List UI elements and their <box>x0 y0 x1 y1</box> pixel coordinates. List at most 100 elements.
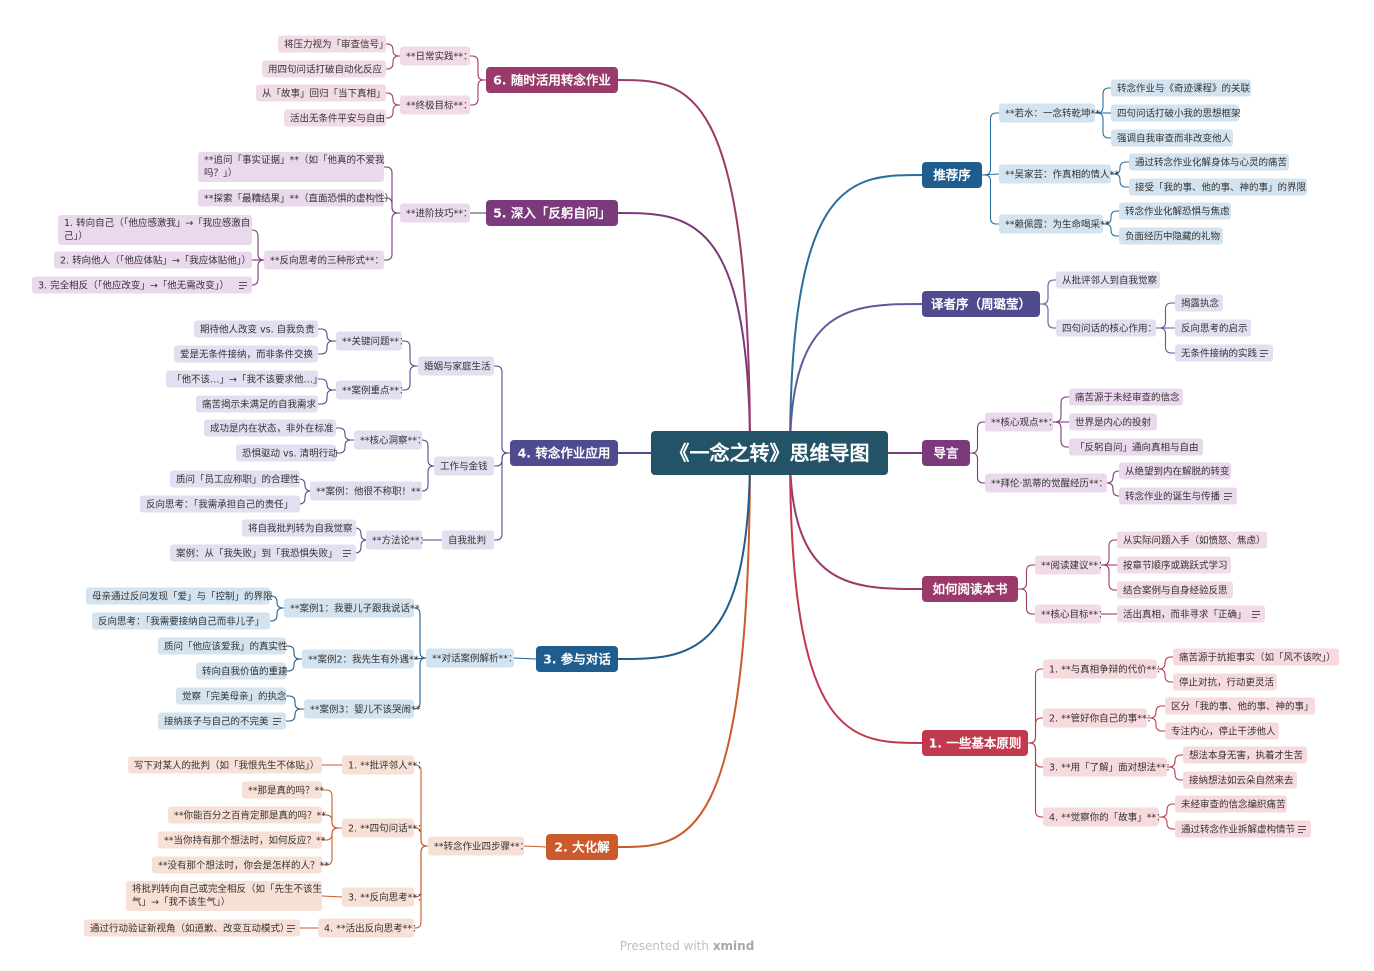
branch-topic-tuijianxu[interactable]: 推荐序 <box>922 162 982 188</box>
topic-sr_jinjie[interactable]: **进阶技巧**： <box>400 203 473 223</box>
topic-tj_lai_1[interactable]: 转念作业化解恐惧与焦虑 <box>1119 202 1231 220</box>
topic-tj_wu_1[interactable]: 通过转念作业化解身体与心灵的痛苦 <box>1129 153 1289 171</box>
topic-yz_2_1[interactable]: 揭露执念 <box>1175 294 1223 312</box>
topic-cy_3_2[interactable]: 接纳孩子与自己的不完美 <box>158 712 286 730</box>
branch-topic-shenru[interactable]: 5. 深入「反躬自问」 <box>486 200 618 226</box>
topic-dh_2_3[interactable]: **当你持有那个想法时，如何反应？** <box>158 831 326 849</box>
branch-topic-suishi[interactable]: 6. 随时活用转念作业 <box>486 67 618 93</box>
topic-dy_bl_1[interactable]: 从绝望到内在解脱的转变 <box>1119 462 1231 480</box>
topic-dh_4_1[interactable]: 通过行动验证新视角（如道歉、改变互动模式） <box>84 919 300 937</box>
topic-dh_2_2[interactable]: **你能百分之百肯定那是真的吗？** <box>168 806 326 824</box>
notes-icon[interactable] <box>1298 826 1306 833</box>
branch-topic-canyuduihua[interactable]: 3. 参与对话 <box>536 646 618 672</box>
root-topic[interactable]: 《一念之转》思维导图 <box>651 431 888 475</box>
topic-dy_hx_2[interactable]: 世界是内心的投射 <box>1069 413 1157 431</box>
topic-zn_guanjian[interactable]: **关键问题**： <box>336 331 409 351</box>
branch-topic-daoyan[interactable]: 导言 <box>922 440 970 466</box>
topic-dh_4[interactable]: 4. **活出反向思考**： <box>318 918 422 938</box>
topic-zn_hunyin[interactable]: 婚姻与家庭生活 <box>418 356 494 376</box>
topic-cy_jiexi[interactable]: **对话案例解析**： <box>426 648 518 668</box>
topic-ss_rc_2[interactable]: 用四句问话打破自动化反应 <box>262 60 386 78</box>
topic-zn_ff_2[interactable]: 案例：从「我失败」到「我恐惧失败」 <box>170 544 356 562</box>
branch-topic-ruheyuedu[interactable]: 如何阅读本书 <box>922 576 1018 602</box>
topic-ss_zhongji[interactable]: **终极目标**： <box>400 95 473 115</box>
topic-yz_2_3[interactable]: 无条件接纳的实践 <box>1175 344 1273 362</box>
topic-cy_3_1[interactable]: 觉察「完美母亲」的执念 <box>176 687 287 705</box>
topic-rh_mubiao[interactable]: **核心目标**： <box>1035 604 1108 624</box>
topic-zn_gj_1[interactable]: 期待他人改变 vs. 自我负责 <box>194 320 318 338</box>
topic-dy_bl_2[interactable]: 转念作业的诞生与传播 <box>1119 487 1237 505</box>
topic-sr_fx_3[interactable]: 3. 完全相反（「他应改变」→「他无需改变」） <box>32 276 252 294</box>
topic-sr_fx_2[interactable]: 2. 转向他人（「他应体贴」→「我应体贴他」） <box>54 251 252 269</box>
branch-topic-jibenyuanze[interactable]: 1. 一些基本原则 <box>922 730 1028 756</box>
topic-tj_rs_1[interactable]: 转念作业与《奇迹课程》的关联 <box>1111 79 1251 97</box>
topic-cy_2_1[interactable]: 质问「他应该爱我」的真实性 <box>158 637 288 655</box>
topic-dh_2_1[interactable]: **那是真的吗？** <box>242 781 324 799</box>
branch-topic-yizhexu[interactable]: 译者序（周璐莹） <box>922 291 1040 317</box>
notes-icon[interactable] <box>239 282 247 289</box>
topic-yz_2_2[interactable]: 反向思考的启示 <box>1175 319 1251 337</box>
topic-sr_fanxiang[interactable]: **反向思考的三种形式**： <box>264 250 384 270</box>
topic-tj_lai_2[interactable]: 负面经历中隐藏的礼物 <box>1119 227 1223 245</box>
topic-dy_hx_3[interactable]: 「反躬自问」通向真相与自由 <box>1069 438 1203 456</box>
topic-zn_ff_1[interactable]: 将自我批判转为自我觉察 <box>242 519 356 537</box>
topic-jb_2_2[interactable]: 专注内心，停止干涉他人 <box>1165 722 1279 740</box>
topic-jb_3[interactable]: 3. **用「了解」面对想法**： <box>1043 757 1175 777</box>
topic-rh_jy_2[interactable]: 按章节顺序或跳跃式学习 <box>1117 556 1231 574</box>
topic-dy_bailun[interactable]: **拜伦·凯蒂的觉醒经历**： <box>985 473 1108 493</box>
notes-icon[interactable] <box>1252 611 1260 618</box>
topic-cy_2_2[interactable]: 转向自我价值的重建 <box>196 662 288 680</box>
topic-tj_rs_2[interactable]: 四句问话打破小我的思想框架 <box>1111 104 1241 122</box>
topic-rh_mb_1[interactable]: 活出真相，而非寻求「正确」 <box>1117 605 1265 623</box>
topic-jb_1[interactable]: 1. **与真相争辩的代价**： <box>1043 659 1166 679</box>
notes-icon[interactable] <box>287 925 295 932</box>
branch-topic-zhuanniany[interactable]: 4. 转念作业应用 <box>510 440 618 466</box>
topic-sr_2[interactable]: **探索「最糟结果」**（直面恐惧的虚构性） <box>198 189 394 207</box>
notes-icon[interactable] <box>1260 350 1268 357</box>
topic-zn_hexin[interactable]: **核心洞察**： <box>354 430 427 450</box>
topic-jb_2[interactable]: 2. **管好你自己的事**： <box>1043 708 1156 728</box>
topic-cy_1[interactable]: **案例1：我要儿子跟我说话** <box>284 598 420 618</box>
topic-rh_jy_1[interactable]: 从实际问题入手（如愤怒、焦虑） <box>1117 531 1267 549</box>
topic-jb_1_2[interactable]: 停止对抗，行动更灵活 <box>1173 673 1277 691</box>
notes-icon[interactable] <box>273 718 281 725</box>
topic-jb_4_2[interactable]: 通过转念作业拆解虚构情节 <box>1175 820 1311 838</box>
topic-yz_1[interactable]: 从批评邻人到自我觉察 <box>1056 271 1160 289</box>
topic-jb_3_1[interactable]: 想法本身无害，执着才生苦 <box>1183 746 1307 764</box>
topic-jb_2_1[interactable]: 区分「我的事、他的事、神的事」 <box>1165 697 1315 715</box>
topic-rh_jianyi[interactable]: **阅读建议**： <box>1035 555 1108 575</box>
topic-dy_hx_1[interactable]: 痛苦源于未经审查的信念 <box>1069 388 1183 406</box>
topic-jb_4_1[interactable]: 未经审查的信念编织痛苦 <box>1175 795 1287 813</box>
topic-jb_4[interactable]: 4. **觉察你的「故事」**： <box>1043 807 1166 827</box>
topic-zn_anli[interactable]: **案例重点**： <box>336 380 409 400</box>
topic-zn_al2_1[interactable]: 质问「员工应称职」的合理性 <box>170 470 300 488</box>
topic-dh_3[interactable]: 3. **反向思考**： <box>342 887 427 907</box>
notes-icon[interactable] <box>343 550 351 557</box>
topic-tj_wu[interactable]: **吴家芸：作真相的情人** <box>999 164 1119 184</box>
topic-dh_sibu[interactable]: **转念作业四步骤**： <box>428 836 529 856</box>
topic-dh_2[interactable]: 2. **四句问话**： <box>342 818 427 838</box>
topic-dh_1_1[interactable]: 写下对某人的批判（如「我恨先生不体贴」） <box>128 756 322 774</box>
topic-ss_rc_1[interactable]: 将压力视为「审查信号」 <box>278 35 389 53</box>
topic-zn_hx_1[interactable]: 成功是内在状态，非外在标准 <box>204 419 336 437</box>
topic-zn_al_2[interactable]: 痛苦揭示未满足的自我需求 <box>196 395 318 413</box>
topic-zn_gj_2[interactable]: 爱是无条件接纳，而非条件交换 <box>174 345 318 363</box>
topic-zn_al2_2[interactable]: 反向思考：「我需承担自己的责任」 <box>140 495 300 513</box>
topic-tj_rs_3[interactable]: 强调自我审查而非改变他人 <box>1111 129 1233 147</box>
notes-icon[interactable] <box>1224 493 1232 500</box>
topic-zn_ziwo[interactable]: 自我批判 <box>442 530 494 550</box>
topic-cy_3[interactable]: **案例3：婴儿不该哭闹** <box>304 699 421 719</box>
topic-cy_2[interactable]: **案例2：我先生有外遇** <box>302 649 419 669</box>
topic-tj_lai[interactable]: **赖佩霞：为生命喝采** <box>999 214 1110 234</box>
topic-jb_1_1[interactable]: 痛苦源于抗拒事实（如「风不该吹」） <box>1173 648 1339 666</box>
topic-jb_3_2[interactable]: 接纳想法如云朵自然来去 <box>1183 771 1297 789</box>
topic-cy_1_1[interactable]: 母亲通过反问发现「爱」与「控制」的界限 <box>86 587 273 605</box>
topic-ss_zj_1[interactable]: 从「故事」回归「当下真相」 <box>256 84 386 102</box>
topic-rh_jy_3[interactable]: 结合案例与自身经验反思 <box>1117 581 1233 599</box>
topic-tj_ruoshui[interactable]: **若水：一念转乾坤** <box>999 103 1100 123</box>
topic-zn_fangfa[interactable]: **方法论**： <box>366 530 429 550</box>
topic-ss_zj_2[interactable]: 活出无条件平安与自由 <box>284 109 386 127</box>
